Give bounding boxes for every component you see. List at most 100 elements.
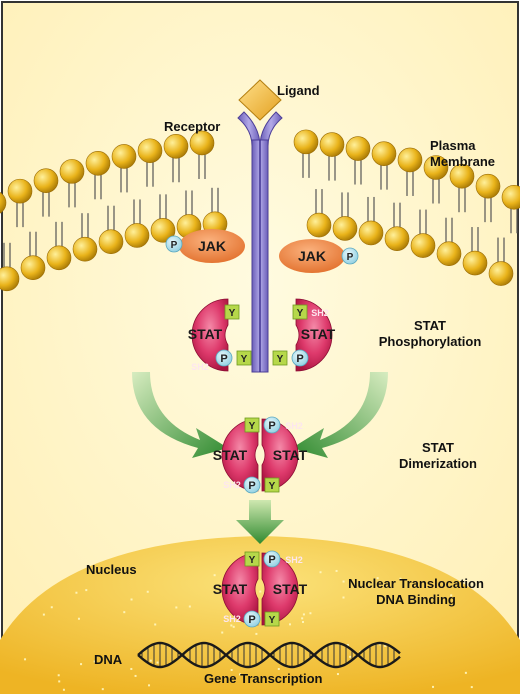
- lipid-head-outer: [345, 136, 371, 161]
- stat-dimerization-label: STAT Dimerization: [388, 440, 488, 472]
- lipid-head-inner: [72, 236, 98, 262]
- lipid-head-outer: [319, 132, 345, 157]
- stat-dimer-1-tyrosine-top: [244, 417, 260, 433]
- dna-label: DNA: [94, 652, 123, 667]
- stat-dimer-2-tyrosine-bottom: [264, 611, 280, 627]
- lipid-head-inner: [20, 255, 46, 281]
- lipid-head-inner: [0, 266, 20, 292]
- ligand-diamond: [238, 79, 282, 121]
- stat-left-label: STAT: [188, 326, 223, 342]
- membrane-lipid-heads: [0, 129, 520, 292]
- stat-dimer-1-sh2-bottom: SH2: [223, 480, 241, 490]
- stat-dimerization-line-1: STAT: [421, 440, 454, 455]
- tyrosine-right-b: [272, 350, 288, 366]
- lipid-head-outer: [423, 155, 449, 180]
- lipid-head-inner: [150, 218, 176, 243]
- lipid-head-inner: [410, 233, 436, 258]
- lipid-head-outer: [137, 138, 163, 164]
- lipid-head-inner: [98, 229, 124, 255]
- lipid-head-outer: [59, 159, 85, 184]
- sh2-left-label: SH2: [191, 362, 209, 372]
- stat-dimer-1-phosphate-bottom: [243, 476, 261, 494]
- arrow-left-to-dimer: [132, 372, 228, 458]
- jak-right-phosphate: P: [341, 247, 359, 265]
- tyrosine-top-left-label: Y: [229, 308, 236, 319]
- lipid-head-inner: [46, 245, 72, 271]
- stat-dimer-2-tyrosine-top: [244, 551, 260, 567]
- lipid-head-inner: [124, 223, 150, 248]
- dna-binding-line: DNA Binding: [376, 592, 456, 607]
- lipid-head-inner: [332, 216, 358, 241]
- jak-left-phosphate: P: [165, 235, 183, 253]
- arrow-down-to-nucleus: [236, 500, 284, 544]
- lipid-head-outer: [33, 168, 59, 193]
- lipid-head-inner: [384, 226, 410, 251]
- lipid-head-outer: [397, 147, 423, 173]
- stat-dimer-2-tyrosine-bottom-label: Y: [269, 615, 276, 626]
- arrow-right-to-dimer: [292, 372, 388, 458]
- plasma-membrane-line-2: Membrane: [430, 154, 496, 169]
- lipid-head-outer: [189, 130, 215, 156]
- stat-monomer-left: STAT Y SH2 P Y: [188, 298, 252, 372]
- stat-phosphorylation-line-2: Phosphorylation: [378, 334, 482, 349]
- stat-dimer-2-stat-left: STAT: [213, 581, 248, 597]
- receptor: [237, 111, 283, 373]
- stat-dimer-2-sh2-bottom: SH2: [223, 614, 241, 624]
- nucleus-region: [0, 536, 520, 694]
- jak-left: [179, 229, 245, 263]
- ligand-label: Ligand: [277, 83, 320, 98]
- phosphate-left-a-label: P: [220, 353, 227, 365]
- stat-phosphorylation-label: STAT Phosphorylation: [368, 318, 492, 350]
- nuclear-translocation-line: Nuclear Translocation: [348, 576, 484, 591]
- stat-dimer-2-phosphate-bottom: [243, 610, 261, 628]
- stat-dimerization-line-2: Dimerization: [398, 456, 477, 471]
- stat-dimer-1-stat-right: STAT: [273, 447, 308, 463]
- lipid-head-inner: [358, 220, 384, 246]
- nuclear-translocation-label: Nuclear Translocation DNA Binding: [338, 576, 494, 608]
- stat-dimer-1-tyrosine-bottom: [264, 477, 280, 493]
- membrane-lipid-tails: [3, 151, 518, 269]
- lipid-head-outer: [111, 144, 137, 169]
- lipid-head-outer: [475, 173, 501, 199]
- plasma-membrane-line-1: Plasma: [430, 138, 476, 153]
- lipid-head-outer: [501, 184, 520, 210]
- gene-transcription-label: Gene Transcription: [204, 671, 323, 686]
- stat-dimer-1-stat-left: STAT: [213, 447, 248, 463]
- lipid-head-inner: [488, 261, 514, 286]
- stat-dimer-1-phosphate-top: [263, 416, 281, 434]
- jak-left-label: JAK: [198, 238, 226, 254]
- dna-helix: [137, 641, 401, 669]
- stat-dimer-2-sh2-top: SH2: [285, 555, 303, 565]
- stat-dimer-2-tyrosine-top-label: Y: [249, 555, 256, 566]
- lipid-head-outer: [85, 150, 111, 176]
- tyrosine-top-right: [292, 304, 308, 320]
- sh2-right-label: SH2: [311, 308, 329, 318]
- stat-dimer-2-stat-right: STAT: [273, 581, 308, 597]
- plasma-membrane-label: Plasma Membrane: [430, 138, 495, 170]
- phosphate-right-a-label: P: [296, 353, 303, 365]
- tyrosine-top-left: [224, 304, 240, 320]
- nucleus-label: Nucleus: [86, 562, 137, 577]
- phosphate-right-a: [291, 349, 309, 367]
- jak-right: [279, 239, 345, 273]
- stat-dimer-1-tyrosine-top-label: Y: [249, 421, 256, 432]
- receptor-label: Receptor: [164, 119, 221, 134]
- lipid-head-outer: [371, 141, 397, 166]
- stat-dimer-1-tyrosine-bottom-label: Y: [269, 481, 276, 492]
- lipid-head-inner: [462, 250, 488, 276]
- tyrosine-left-b: [236, 350, 252, 366]
- lipid-head-outer: [7, 178, 33, 204]
- lipid-head-outer: [0, 192, 7, 214]
- tyrosine-left-b-label: Y: [241, 354, 248, 365]
- stat-dimer-2-phosphate-top-label: P: [268, 554, 275, 566]
- stat-dimer-2-phosphate-bottom-label: P: [248, 614, 255, 626]
- lipid-head-outer: [163, 133, 189, 159]
- stat-phosphorylation-line-1: STAT: [413, 318, 446, 333]
- tyrosine-top-right-label: Y: [297, 308, 304, 319]
- stat-right-label: STAT: [301, 326, 336, 342]
- lipid-head-outer: [293, 129, 319, 155]
